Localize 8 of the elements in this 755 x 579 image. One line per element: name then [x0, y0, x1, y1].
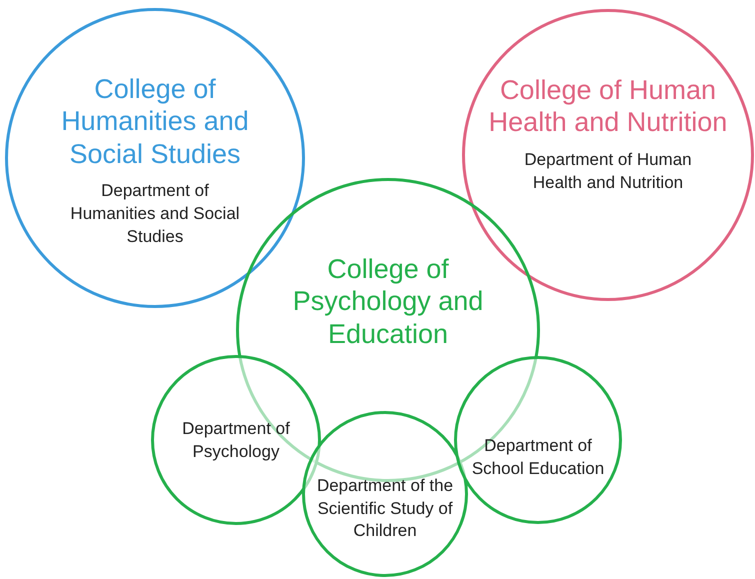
college-name: College of Humanities and Social Studies: [60, 73, 250, 170]
department-name: Department of Human Health and Nutrition: [523, 148, 693, 194]
department-name: Department of the Scientific Study of Children: [316, 474, 454, 542]
department-name: Department of Humanities and Social Studies: [70, 180, 240, 248]
college-name: College of Psychology and Education: [292, 253, 484, 350]
department-name: Department of Psychology: [181, 418, 291, 463]
department-name: Department of School Education: [470, 435, 606, 480]
college-name: College of Human Health and Nutrition: [488, 74, 728, 139]
